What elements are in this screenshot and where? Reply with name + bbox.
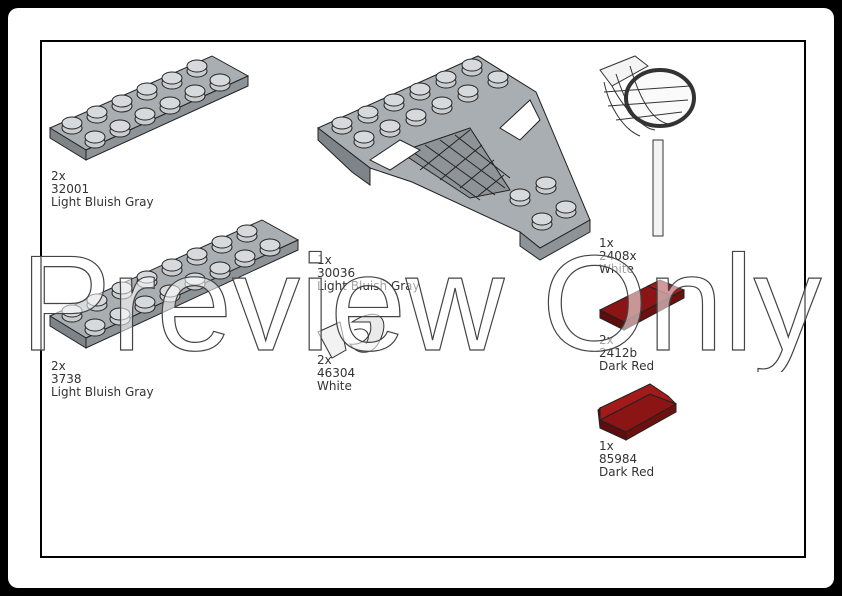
part-qty: 2x [317, 353, 332, 367]
part-number: 30036 [317, 266, 356, 280]
net-image [599, 55, 696, 237]
watermark-text: Preview Only [20, 232, 821, 372]
part-label-46304: 2x 46304 White [317, 354, 355, 393]
part-label-32001: 2x 32001 Light Bluish Gray [51, 170, 154, 209]
part-qty: 2x [599, 333, 614, 347]
part-qty: 2x [51, 169, 66, 183]
wedge-plate-image [317, 55, 591, 261]
part-number: 2412b [599, 346, 638, 360]
part-color: Light Bluish Gray [51, 385, 154, 399]
part-color: Dark Red [599, 359, 655, 373]
part-color: Light Bluish Gray [51, 195, 154, 209]
part-number: 85984 [599, 452, 638, 466]
part-qty: 1x [317, 253, 332, 267]
part-label-2408x: 1x 2408x White [599, 237, 637, 276]
plate-2x10-image [48, 219, 300, 349]
part-qty: 2x [51, 359, 66, 373]
clip-piece-image [317, 313, 385, 359]
part-label-2412b: 2x 2412b Dark Red [599, 334, 654, 373]
slope-large-image [597, 383, 678, 441]
part-number: 2408x [599, 249, 637, 263]
preview-watermark: Preview Only [20, 232, 822, 372]
slope-small-image [598, 279, 686, 331]
part-label-85984: 1x 85984 Dark Red [599, 440, 654, 479]
part-number: 46304 [317, 366, 356, 380]
part-color: Light Bluish Gray [317, 279, 420, 293]
part-number: 32001 [51, 182, 90, 196]
part-number: 3738 [51, 372, 82, 386]
part-color: Dark Red [599, 465, 655, 479]
part-qty: 1x [599, 439, 614, 453]
part-color: White [317, 379, 352, 393]
part-qty: 1x [599, 236, 614, 250]
plate-2x8-image [48, 55, 250, 161]
part-label-3738: 2x 3738 Light Bluish Gray [51, 360, 154, 399]
part-label-30036: 1x 30036 Light Bluish Gray [317, 254, 420, 293]
part-color: White [599, 262, 634, 276]
